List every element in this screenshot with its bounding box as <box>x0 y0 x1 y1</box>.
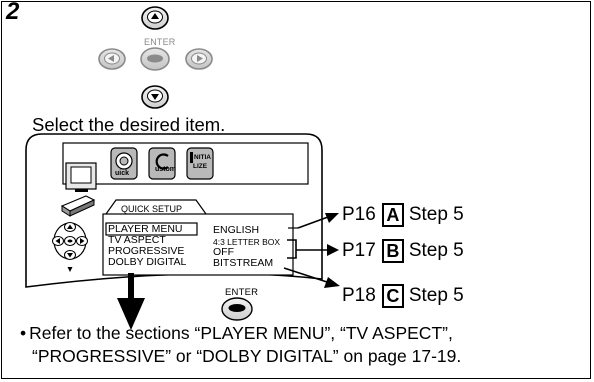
custom-icon-label: ustom <box>155 166 176 173</box>
enter-button-icon[interactable] <box>140 47 170 71</box>
screen-enter-button-icon <box>221 297 253 321</box>
menu-item-player-menu[interactable]: PLAYER MENU <box>108 223 183 235</box>
quick-icon-label: uick <box>115 170 130 177</box>
reference-box-b: B <box>381 239 404 263</box>
menu-value-progressive: OFF <box>213 246 234 258</box>
pointer-arrowhead-b <box>327 244 339 256</box>
note-bullet: • <box>20 323 27 343</box>
reference-row-b: P17 B Step 5 <box>342 239 464 263</box>
note-line-2: “PROGRESSIVE” or “DOLBY DIGITAL” on page… <box>32 346 462 366</box>
screen-direction-pad-icon <box>52 222 88 272</box>
quick-setup-tab-label: QUICK SETUP <box>121 204 183 214</box>
disc-player-icon <box>60 195 96 217</box>
screen-enter-label: ENTER <box>225 287 259 298</box>
custom-icon <box>148 147 176 180</box>
instruction-text: Select the desired item. <box>32 114 226 135</box>
monitor-icon <box>65 162 97 192</box>
initialize-icon-label-2: LIZE <box>193 163 208 170</box>
big-down-arrow-icon <box>117 273 145 330</box>
pointer-arrowhead-a <box>325 213 339 223</box>
reference-step-c: Step 5 <box>408 285 464 306</box>
menu-item-progressive[interactable]: PROGRESSIVE <box>108 245 185 257</box>
note-line-1-text: Refer to the sections “PLAYER MENU”, “TV… <box>29 323 453 343</box>
pointer-line-a <box>297 216 329 229</box>
reference-box-c: C <box>381 284 404 308</box>
icon-bar <box>62 142 309 185</box>
menu-value-tv-aspect: 4:3 LETTER BOX <box>213 237 281 247</box>
reference-row-c: P18 C Step 5 <box>342 284 464 308</box>
menu-value-player-menu: ENGLISH <box>213 224 260 236</box>
pointer-arrowhead-c <box>324 277 340 288</box>
reference-box-a: A <box>381 203 404 227</box>
quick-setup-tab <box>105 199 207 215</box>
reference-step-b: Step 5 <box>408 240 464 261</box>
reference-step-a: Step 5 <box>408 204 464 225</box>
step-number: 2 <box>6 0 20 25</box>
menu-highlight-box <box>105 222 198 236</box>
right-arrow-button-icon[interactable] <box>185 48 213 70</box>
menu-panel <box>102 213 294 276</box>
reference-row-a: P16 A Step 5 <box>342 203 464 227</box>
menu-item-tv-aspect[interactable]: TV ASPECT <box>108 234 166 246</box>
reference-page-b: P17 <box>342 240 376 261</box>
remote-direction-pad <box>98 6 213 109</box>
menu-value-dolby-digital: BITSTREAM <box>213 257 274 269</box>
left-arrow-button-icon[interactable] <box>98 48 126 70</box>
pointer-line-c <box>283 267 331 284</box>
down-arrow-button-icon[interactable] <box>141 85 169 109</box>
initialize-icon-label-1: NITIA <box>194 154 211 161</box>
quick-icon <box>110 147 138 180</box>
up-arrow-button-icon[interactable] <box>141 6 169 30</box>
menu-item-dolby-digital[interactable]: DOLBY DIGITAL <box>108 256 187 268</box>
initialize-icon <box>186 147 214 180</box>
reference-note: •Refer to the sections “PLAYER MENU”, “T… <box>20 322 461 368</box>
reference-page-c: P18 <box>342 285 376 306</box>
reference-page-a: P16 <box>342 204 376 225</box>
bracket-b <box>287 239 297 259</box>
note-line-1: •Refer to the sections “PLAYER MENU”, “T… <box>20 322 461 345</box>
remote-enter-label: ENTER <box>144 37 176 47</box>
